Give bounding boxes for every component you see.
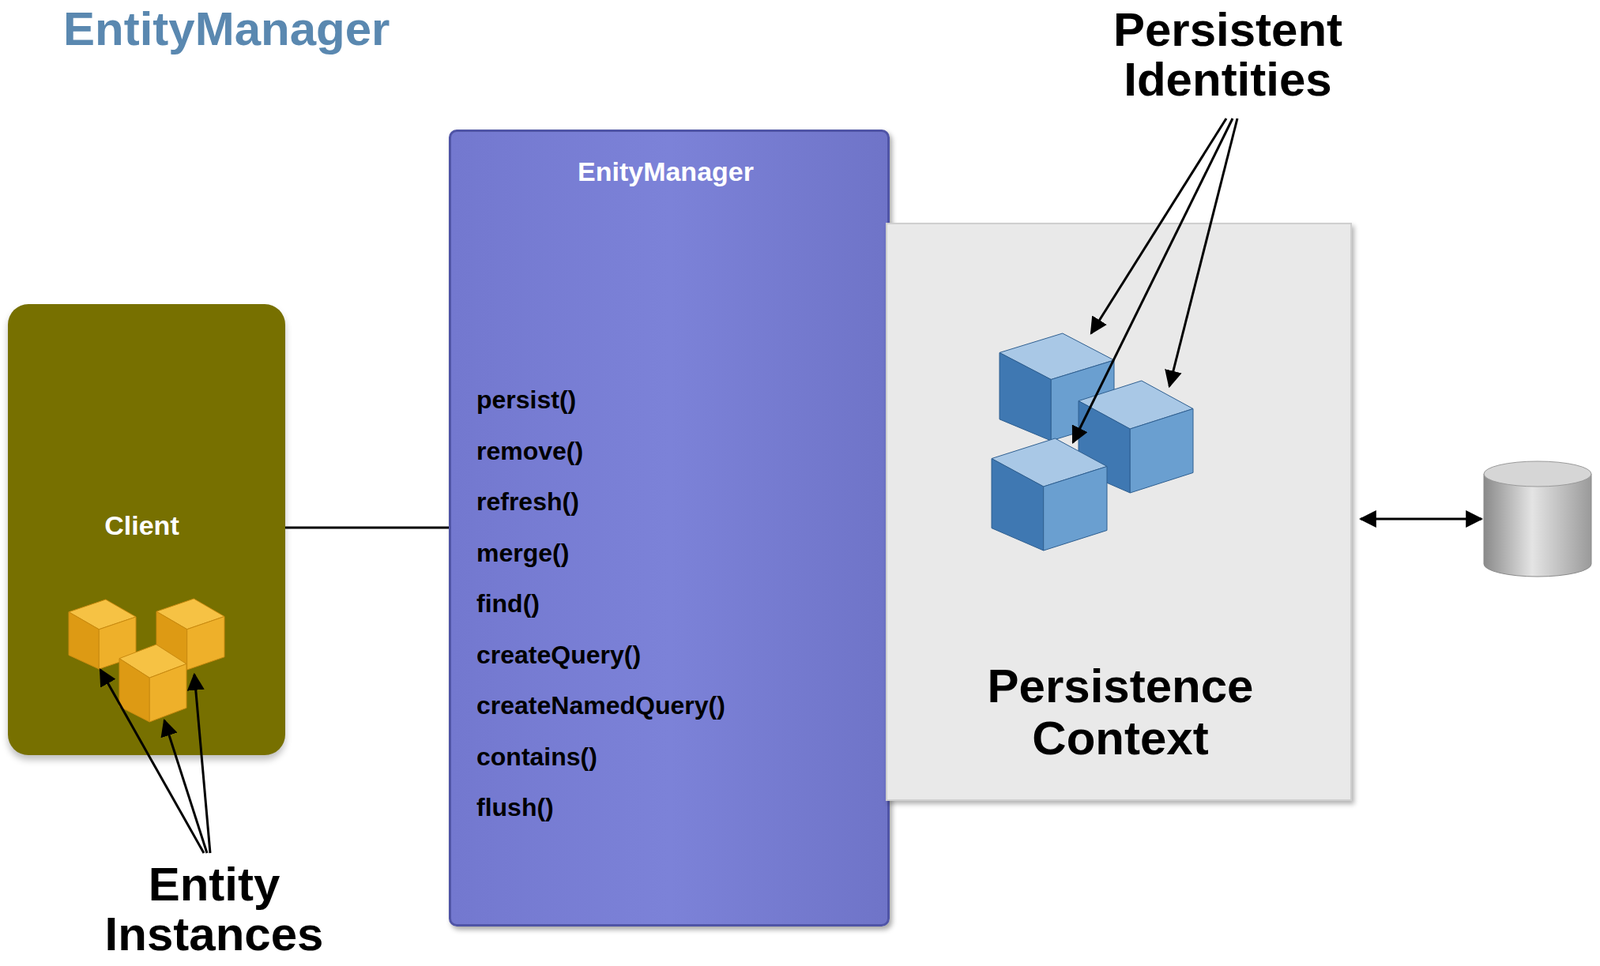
method-name: merge() (476, 539, 569, 568)
leader-arrow (1072, 118, 1233, 443)
cylinder-body (1483, 474, 1592, 577)
callout-label: Entity Instances (40, 859, 388, 960)
cube-face (119, 658, 150, 723)
method-name: createNamedQuery() (476, 692, 726, 720)
slide-title: EntityManager (63, 1, 390, 57)
cube-face (991, 459, 1044, 551)
entity-cube (991, 438, 1107, 551)
cube-face (1129, 409, 1194, 494)
method-name: persist() (476, 386, 576, 415)
method-name: flush() (476, 794, 554, 822)
method-name: contains() (476, 743, 598, 772)
node-heading: EnityManager (451, 157, 881, 187)
client-box: Client (7, 304, 286, 756)
cylinder-top (1483, 461, 1592, 487)
database-arrow (1360, 518, 1482, 521)
entity-cube (119, 644, 187, 723)
method-name: find() (476, 590, 540, 618)
persistence-context-box: Persistence Context (885, 222, 1352, 802)
cube-face (999, 352, 1051, 441)
method-name: remove() (476, 437, 584, 466)
node-heading: Persistence Context (946, 660, 1295, 765)
leader-arrow (1091, 118, 1227, 334)
cube-face (1043, 466, 1107, 552)
connector-line (285, 527, 449, 530)
cube-face (68, 612, 99, 670)
cube-face (187, 617, 225, 671)
cube-face (149, 664, 187, 723)
database-symbol (1483, 461, 1592, 577)
method-name: refresh() (476, 488, 580, 516)
entity-manager-box: EnityManager persist() remove() refresh() me… (448, 129, 890, 927)
leader-arrow (194, 674, 211, 854)
leader-arrow (1169, 118, 1238, 387)
leader-arrow (100, 670, 204, 854)
method-name: createQuery() (476, 641, 641, 670)
node-heading: Client (7, 511, 276, 541)
callout-label: Persistent Identities (1077, 4, 1378, 105)
leader-arrow (164, 720, 208, 854)
